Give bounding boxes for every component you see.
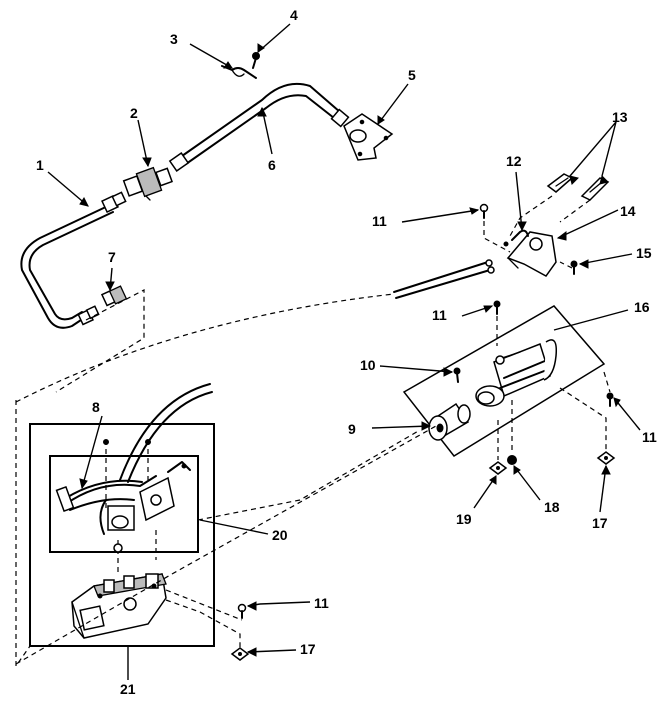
part-8-wire-harness xyxy=(55,383,213,535)
part-9-pilot-cap xyxy=(428,402,471,441)
callout-11a: 11 xyxy=(372,213,387,229)
part-11-screw-middle xyxy=(493,300,501,315)
part-14-bracket xyxy=(506,231,557,277)
part-17-nut-right xyxy=(596,451,616,465)
callout-21: 21 xyxy=(120,681,136,697)
part-19-nut xyxy=(488,461,508,475)
part-2-union-fitting xyxy=(122,166,173,201)
callout-5: 5 xyxy=(408,67,416,83)
callout-10: 10 xyxy=(360,357,376,373)
gas-valve xyxy=(71,573,167,639)
part-12-bracket-pin xyxy=(503,229,529,247)
part-17-nut-lower xyxy=(230,647,250,661)
part-20-inner-panel xyxy=(49,455,199,553)
callout-15: 15 xyxy=(636,245,652,261)
callout-7: 7 xyxy=(108,249,116,265)
part-11-screw-lower xyxy=(237,603,247,619)
callout-numbers: 1 2 3 4 5 6 7 8 9 10 11 11 11 11 12 13 1… xyxy=(36,7,657,697)
callout-12: 12 xyxy=(506,153,522,169)
callout-16: 16 xyxy=(634,299,650,315)
thermocouple-wires xyxy=(393,259,495,299)
callout-18: 18 xyxy=(544,499,560,515)
part-4-screw xyxy=(252,52,260,69)
leader-arrowheads xyxy=(79,43,621,657)
part-18-washer xyxy=(507,455,517,465)
part-3-clamp xyxy=(221,65,257,79)
callout-17b: 17 xyxy=(300,641,316,657)
callout-11c: 11 xyxy=(642,429,657,445)
callout-4: 4 xyxy=(290,7,298,23)
part-21-control-frame xyxy=(29,423,215,647)
part-10-screw xyxy=(453,367,461,383)
part-11-screw-upper xyxy=(479,203,489,219)
callout-19: 19 xyxy=(456,511,472,527)
callout-13: 13 xyxy=(612,109,628,125)
callout-9: 9 xyxy=(348,421,356,437)
callout-8: 8 xyxy=(92,399,100,415)
callout-6: 6 xyxy=(268,157,276,173)
callout-14: 14 xyxy=(620,203,636,219)
callout-11b: 11 xyxy=(432,307,447,323)
part-5-mounting-plate xyxy=(343,113,394,161)
pilot-burner-assembly xyxy=(475,339,558,407)
callout-2: 2 xyxy=(130,105,138,121)
part-6-pipe xyxy=(168,82,350,172)
callout-20: 20 xyxy=(272,527,288,543)
callout-1: 1 xyxy=(36,157,44,173)
part-11-screw-right xyxy=(606,392,614,407)
part-7-fitting xyxy=(100,285,128,307)
callout-11d: 11 xyxy=(314,595,329,611)
callout-3: 3 xyxy=(170,31,178,47)
part-15-screw xyxy=(570,260,578,275)
callout-17a: 17 xyxy=(592,515,608,531)
